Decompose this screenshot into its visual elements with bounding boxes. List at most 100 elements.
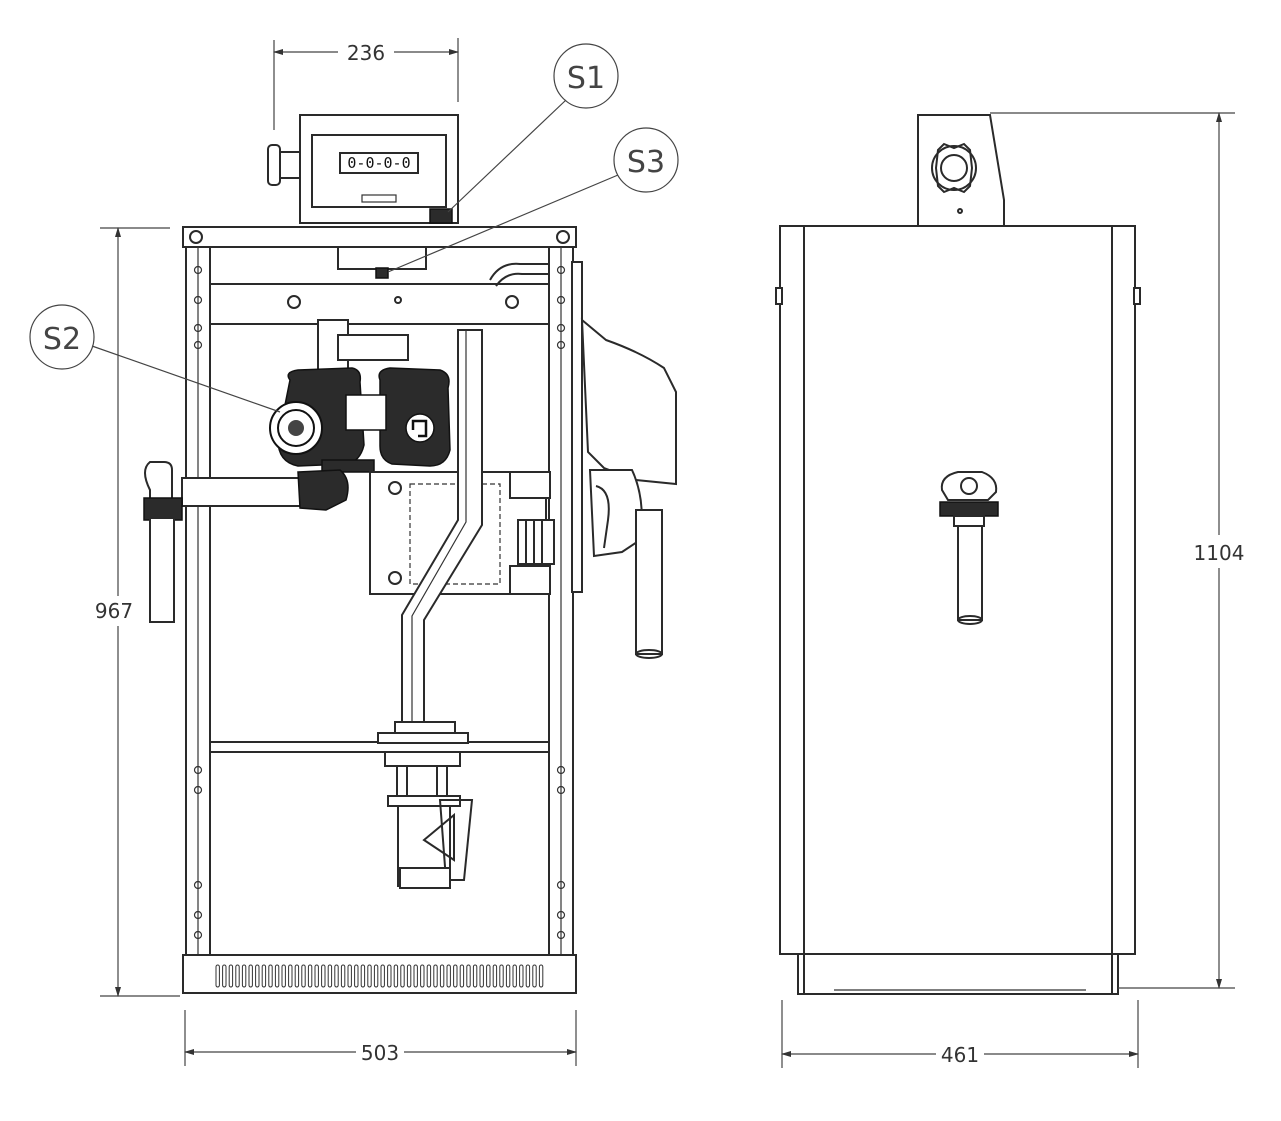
- vent-slot: [499, 964, 504, 988]
- vent-slot: [446, 964, 451, 988]
- vent-slot: [373, 964, 379, 988]
- frame-bolt: [556, 323, 566, 333]
- vent-slot: [354, 964, 359, 988]
- vent-slot: [406, 964, 412, 988]
- vent-slot: [222, 964, 227, 988]
- frame-bolt: [193, 910, 203, 920]
- sensor-s1-block: [429, 208, 453, 224]
- callout-s2-label: S2: [43, 322, 81, 357]
- dimension-236: 236: [273, 38, 459, 130]
- dimension-236-label: 236: [347, 41, 385, 65]
- frame-bolt: [556, 910, 566, 920]
- vent-slot: [505, 964, 511, 988]
- vent-slot: [261, 964, 267, 988]
- dimension-1104: 1104: [990, 112, 1245, 989]
- callout-s3: S3: [387, 127, 679, 273]
- callout-s2: S2: [29, 304, 281, 413]
- sensor-s3-block: [375, 267, 389, 279]
- vent-slot: [294, 964, 300, 988]
- dimension-967-label: 967: [95, 599, 133, 623]
- vent-slot: [532, 964, 537, 988]
- callout-s1: S1: [447, 43, 619, 213]
- front-view: 0-0-0-0: [143, 114, 677, 994]
- vent-slot: [255, 964, 260, 988]
- vent-slot: [235, 964, 240, 988]
- vent-slot: [439, 964, 445, 988]
- vent-slot: [288, 964, 293, 988]
- frame-bolt: [193, 265, 203, 275]
- vent-slot: [281, 964, 286, 988]
- vent-slot: [360, 964, 366, 988]
- frame-bolt: [556, 265, 566, 275]
- frame-bolt: [193, 323, 203, 333]
- dimension-503: 503: [184, 1010, 577, 1066]
- callout-s1-label: S1: [567, 61, 605, 96]
- vent-slot: [519, 964, 524, 988]
- frame-bolt: [193, 765, 203, 775]
- frame-bolts: [193, 265, 566, 940]
- vent-slot: [492, 964, 498, 988]
- vent-slot: [479, 964, 484, 988]
- vent-slot: [413, 964, 418, 988]
- meter-head: 0-0-0-0: [267, 114, 459, 224]
- vent-slot: [525, 964, 531, 988]
- vent-slot: [307, 964, 313, 988]
- vent-slot: [215, 964, 220, 988]
- vent-slot: [321, 964, 326, 988]
- frame-bolt: [193, 340, 203, 350]
- counter-display: [339, 152, 419, 174]
- vent-slot: [512, 964, 517, 988]
- vent-slot: [327, 964, 333, 988]
- base-vents: [215, 964, 544, 988]
- dimension-1104-label: 1104: [1194, 541, 1245, 565]
- frame-bolt: [556, 295, 566, 305]
- frame-bolt: [193, 930, 203, 940]
- vent-slot: [347, 964, 352, 988]
- vent-slot: [367, 964, 372, 988]
- vent-slot: [486, 964, 491, 988]
- frame-bolt: [556, 340, 566, 350]
- frame-bolt: [193, 785, 203, 795]
- vent-slot: [420, 964, 425, 988]
- counter-digits: 0-0-0-0: [347, 154, 410, 172]
- pump-assembly: [269, 319, 451, 473]
- vent-slot: [538, 964, 544, 988]
- hose-and-nozzle: [489, 261, 677, 659]
- dimension-503-label: 503: [361, 1041, 399, 1065]
- callout-s3-label: S3: [627, 145, 665, 180]
- vent-slot: [340, 964, 346, 988]
- frame-bolt: [193, 880, 203, 890]
- vent-slot: [426, 964, 432, 988]
- vent-slot: [400, 964, 405, 988]
- inlet-pipe: [143, 461, 349, 623]
- frame-bolt: [556, 785, 566, 795]
- frame-bolt: [556, 765, 566, 775]
- dimension-461-label: 461: [941, 1043, 979, 1067]
- front-frame: [182, 226, 577, 994]
- vent-slot: [268, 964, 273, 988]
- dimension-461: 461: [781, 1000, 1139, 1068]
- vent-slot: [453, 964, 458, 988]
- vent-slot: [248, 964, 253, 988]
- vent-slot: [314, 964, 319, 988]
- vent-slot: [393, 964, 399, 988]
- vent-slot: [274, 964, 280, 988]
- reset-knob: [267, 144, 281, 186]
- vent-slot: [301, 964, 306, 988]
- vent-slot: [228, 964, 234, 988]
- vent-slot: [459, 964, 465, 988]
- dimension-967: 967: [95, 227, 180, 997]
- frame-bolt: [193, 295, 203, 305]
- vent-slot: [472, 964, 478, 988]
- frame-bolt: [556, 880, 566, 890]
- vent-slot: [387, 964, 392, 988]
- vent-slot: [241, 964, 247, 988]
- suction-assembly: [377, 721, 474, 889]
- side-meter-head: [917, 114, 1005, 227]
- vent-slot: [466, 964, 471, 988]
- vent-slot: [334, 964, 339, 988]
- vent-slot: [380, 964, 385, 988]
- frame-bolt: [556, 930, 566, 940]
- side-inlet-fitting: [939, 471, 999, 625]
